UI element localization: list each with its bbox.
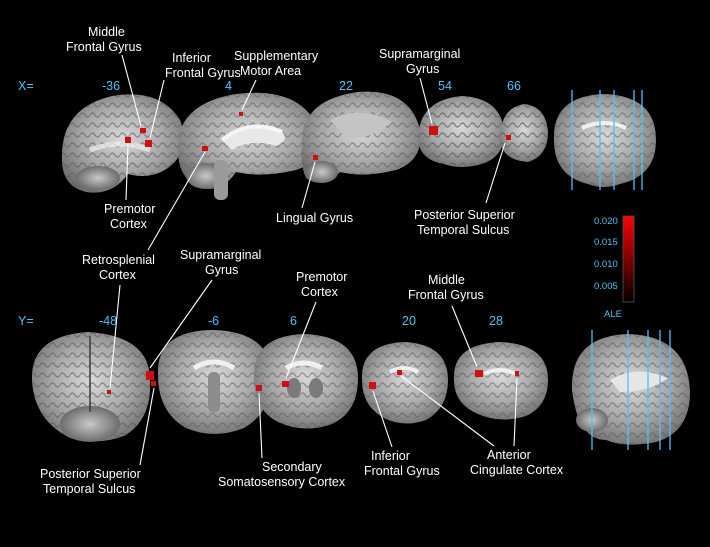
label-premotor-top-line1: Premotor (104, 202, 155, 216)
label-premotor-top-line2: Cortex (110, 217, 148, 231)
label-acc-line1: Anterior (487, 448, 531, 462)
activation-secondary-ss (256, 385, 262, 391)
activation-smg-cor (146, 371, 154, 380)
colorbar-gradient (622, 215, 635, 303)
label-ifg-bottom-line2: Frontal Gyrus (364, 464, 440, 478)
coronal-slice-5 (453, 342, 548, 420)
label-premotor-bottom-line1: Premotor (296, 270, 347, 284)
leader-sma (241, 79, 257, 111)
leader-lingual (301, 161, 316, 209)
coronal-slice-3 (253, 334, 358, 429)
label-sma-line1: Supplementary (234, 49, 319, 63)
label-retrosplenial-line2: Cortex (99, 268, 137, 282)
activation-sma (239, 112, 243, 116)
activation-smg-sag (429, 126, 438, 135)
label-sma-line2: Motor Area (240, 64, 301, 78)
activation-ifg-cor (369, 382, 376, 389)
activation-premotor-cor (282, 381, 289, 387)
label-mfg-bottom-line1: Middle (428, 273, 465, 287)
reference-sagittal (571, 330, 690, 450)
label-acc-line2: Cingulate Cortex (470, 463, 564, 477)
label-smg-bottom-line2: Gyrus (205, 263, 238, 277)
leader-retrosplenial-bottom (109, 284, 121, 389)
label-lingual: Lingual Gyrus (276, 211, 353, 225)
leader-mfg-bottom (451, 305, 478, 368)
row1-coord-3: 22 (339, 79, 353, 93)
label-mfg-top-line2: Frontal Gyrus (66, 40, 142, 54)
leader-premotor-bottom (285, 301, 317, 379)
label-mfg-top-line1: Middle (88, 25, 125, 39)
activation-retrosplenial (202, 146, 208, 151)
label-smg-top-line1: Supramarginal (379, 47, 460, 61)
activation-premotor-sag (125, 137, 131, 143)
label-secondary-ss-line2: Somatosensory Cortex (218, 475, 346, 489)
colorbar: 0.020 0.015 0.010 0.005 ALE (594, 215, 635, 320)
leader-mfg-top (121, 54, 142, 127)
activation-mfg-cor (475, 370, 483, 377)
colorbar-tick-4: 0.005 (594, 281, 618, 292)
leader-acc-right (513, 377, 518, 447)
leader-pstss-top (485, 142, 506, 204)
row1-coord-5: 66 (507, 79, 521, 93)
label-smg-bottom-line1: Supramarginal (180, 248, 261, 262)
label-pstss-top-line1: Posterior Superior (414, 208, 515, 222)
row2-coord-4: 20 (402, 314, 416, 328)
label-pstss-top-line2: Temporal Sulcus (417, 223, 509, 237)
label-secondary-ss-line1: Secondary (262, 460, 323, 474)
activation-mfg-sag (140, 128, 146, 133)
row1-coord-2: 4 (225, 79, 232, 93)
leader-smg-bottom (149, 279, 213, 369)
sagittal-slice-2 (177, 92, 320, 200)
activation-acc (397, 370, 402, 375)
label-mfg-bottom-line2: Frontal Gyrus (408, 288, 484, 302)
leader-premotor-top (125, 144, 129, 201)
label-retrosplenial-line1: Retrosplenial (82, 253, 155, 267)
leader-pstss-bottom (139, 387, 155, 466)
activation-mfg-cor-right (515, 371, 519, 376)
row1-coord-1: -36 (102, 79, 120, 93)
sagittal-slice-1 (61, 94, 184, 193)
coronal-slice-1 (31, 332, 151, 442)
colorbar-tick-1: 0.020 (594, 216, 618, 227)
label-ifg-top-line2: Frontal Gyrus (165, 66, 241, 80)
activation-retrosplenial-cor (107, 390, 111, 394)
coronal-slice-4 (361, 342, 448, 424)
sagittal-slice-5 (500, 104, 548, 162)
leader-ifg-top (149, 79, 165, 139)
leader-secondary-ss (258, 392, 263, 459)
leader-retrosplenial (147, 151, 206, 251)
row2-axis-label: Y= (18, 314, 34, 328)
colorbar-tick-2: 0.015 (594, 237, 618, 248)
label-premotor-bottom-line2: Cortex (301, 285, 339, 299)
label-smg-top-line2: Gyrus (406, 62, 439, 76)
activation-pstss-cor (151, 381, 156, 386)
row2-coord-5: 28 (489, 314, 503, 328)
sagittal-slice-4 (418, 96, 505, 167)
row1-axis-label: X= (18, 79, 34, 93)
row2-coord-3: 6 (290, 314, 297, 328)
row2-coord-1: -48 (99, 314, 117, 328)
row1-coord-4: 54 (438, 79, 452, 93)
reference-coronal (553, 90, 656, 190)
label-pstss-bottom-line1: Posterior Superior (40, 467, 141, 481)
leader-acc (400, 375, 495, 447)
sagittal-slice-3 (301, 91, 421, 183)
label-ifg-top-line1: Inferior (172, 51, 211, 65)
activation-ifg-sag (145, 140, 152, 147)
activation-lingual (313, 155, 318, 160)
colorbar-title: ALE (604, 309, 622, 320)
colorbar-tick-3: 0.010 (594, 259, 618, 270)
row2-coord-2: -6 (208, 314, 219, 328)
label-ifg-bottom-line1: Inferior (371, 449, 410, 463)
leader-ifg-bottom (372, 390, 393, 448)
activation-pstss-sag (506, 135, 511, 140)
leader-smg-top (419, 77, 433, 125)
label-pstss-bottom-line2: Temporal Sulcus (43, 482, 135, 496)
coronal-slice-2 (157, 330, 272, 434)
